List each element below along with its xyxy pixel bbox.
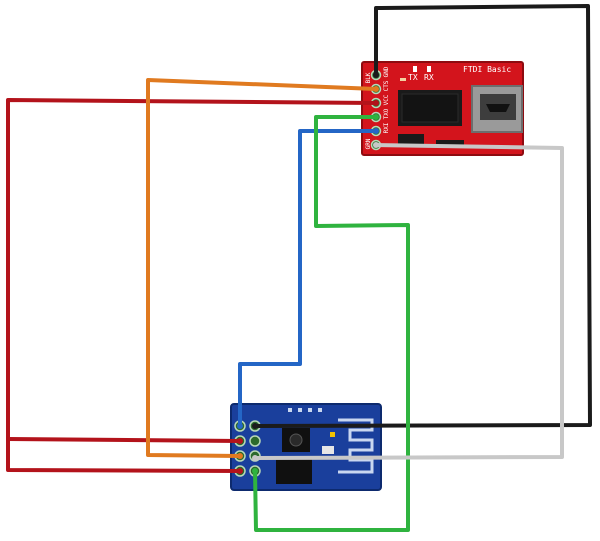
wire-endpoints <box>237 72 379 474</box>
esp01-crystal <box>322 446 334 454</box>
ftdi-pin-label-blk: BLK <box>365 72 372 83</box>
ftdi-pin-label-gnd: GND <box>383 66 390 77</box>
wire-red-branch <box>6 437 242 443</box>
wires <box>6 4 592 532</box>
esp01-pin-4 <box>249 435 261 447</box>
endpoint-red-esp-2 <box>237 468 243 474</box>
endpoint-blue-esp <box>237 423 243 429</box>
endpoint-white-esp <box>252 455 258 461</box>
esp01-mcu-chip <box>276 458 312 484</box>
ftdi-pin-label-rxi: RXI <box>383 122 390 133</box>
ftdi-basic-board: BLK GND CTS VCC TXO RXI GRN TX RX FTDI B… <box>361 61 524 156</box>
esp01-led <box>330 432 335 437</box>
wire-black <box>253 4 592 428</box>
ftdi-label-tx: TX <box>408 73 418 82</box>
ftdi-pin-labels: BLK GND CTS VCC TXO RXI GRN <box>365 66 390 149</box>
endpoint-black-ftdi <box>373 72 379 78</box>
wire-blue <box>238 129 378 428</box>
esp01-top-pads <box>288 408 322 412</box>
esp01-chip-dot <box>289 433 303 447</box>
wire-green <box>253 115 410 532</box>
endpoint-green-esp <box>252 468 258 474</box>
endpoint-white-ftdi <box>373 142 379 148</box>
ftdi-pin-label-vcc: VCC <box>383 94 390 105</box>
endpoint-orange-esp <box>237 453 243 459</box>
endpoint-black-esp <box>252 423 258 429</box>
ftdi-label-rx: RX <box>424 73 434 82</box>
ftdi-pin-label-txo: TXO <box>383 108 390 119</box>
ftdi-board-title: FTDI Basic <box>463 65 511 74</box>
ftdi-small-chip-2 <box>436 140 464 148</box>
wire-red <box>6 98 378 473</box>
ftdi-pin-label-grn: GRN <box>365 138 372 149</box>
ftdi-pin-label-cts: CTS <box>383 80 390 91</box>
endpoint-orange-ftdi <box>373 86 379 92</box>
endpoint-green-ftdi <box>373 114 379 120</box>
endpoint-blue-ftdi <box>373 128 379 134</box>
wire-white <box>253 143 564 460</box>
ftdi-led-rx <box>427 66 431 72</box>
esp01-antenna-trace <box>338 418 374 474</box>
ftdi-usb-tongue <box>486 104 510 112</box>
ftdi-small-chip-1 <box>398 134 424 146</box>
endpoint-red-esp-1 <box>237 438 243 444</box>
ftdi-chip-highlight <box>401 93 459 123</box>
endpoint-red-ftdi <box>373 100 379 106</box>
ftdi-led-tx <box>413 66 417 72</box>
wire-orange <box>146 78 378 458</box>
ftdi-resistor-1 <box>400 78 406 81</box>
